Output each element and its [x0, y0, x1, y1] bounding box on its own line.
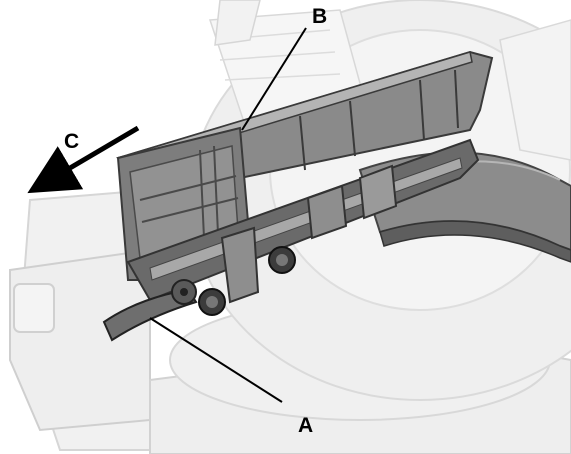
callout-label-c: C — [64, 130, 79, 153]
leader-line-a — [149, 317, 283, 403]
fence-lock-lever — [102, 279, 198, 342]
arrow-left-icon — [27, 125, 140, 194]
fence-screw — [198, 288, 226, 316]
fence — [116, 50, 494, 316]
leader-line-b — [241, 27, 307, 131]
callout-label-a: A — [298, 414, 313, 437]
fence-screw — [268, 246, 296, 274]
callout-label-b: B — [312, 5, 327, 28]
